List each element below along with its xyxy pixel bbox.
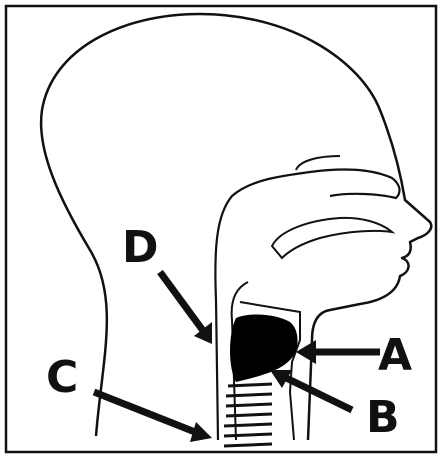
trachea-rings xyxy=(224,384,272,446)
nasal-contour xyxy=(296,156,340,170)
arrow-d xyxy=(160,272,212,344)
arrow-c xyxy=(94,392,212,442)
arrow-a xyxy=(296,340,380,364)
label-c: C xyxy=(46,352,78,403)
label-a: A xyxy=(378,330,412,381)
label-d: D xyxy=(122,222,159,273)
tongue-outline xyxy=(272,218,392,258)
label-b: B xyxy=(366,392,400,443)
